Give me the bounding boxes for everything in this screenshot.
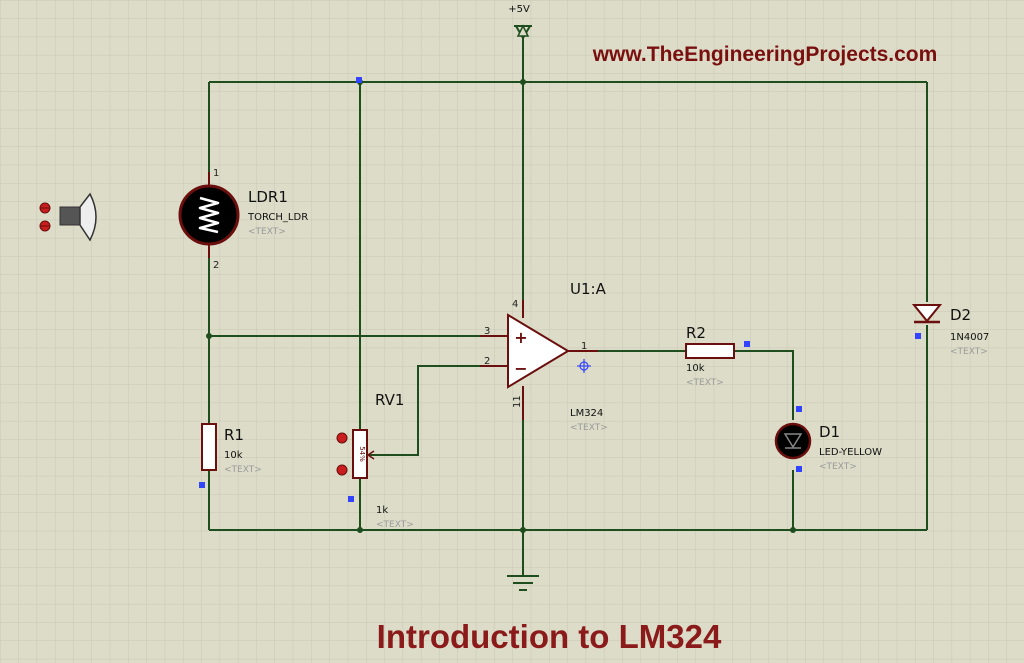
u1-pin-vplus: 4 — [512, 299, 518, 310]
d1-probe-marker-bottom — [796, 466, 802, 472]
r2-probe-marker — [744, 341, 750, 347]
d1-value-label: LED-YELLOW — [819, 447, 882, 458]
wires — [208, 38, 928, 576]
r1-component[interactable]: R1 10k <TEXT> — [199, 423, 262, 488]
ldr1-value-label: TORCH_LDR — [247, 212, 308, 223]
d2-text-label: <TEXT> — [950, 347, 988, 357]
u1-opamp[interactable]: + − 4 3 2 1 11 U1:A LM324 <TEXT> — [480, 280, 608, 433]
rv1-ref-label: RV1 — [375, 391, 404, 409]
ldr1-pin2-label: 2 — [213, 260, 219, 271]
rv1-component[interactable]: 54% RV1 1k <TEXT> — [336, 391, 414, 530]
speaker-icon[interactable] — [39, 192, 97, 242]
d2-ref-label: D2 — [950, 306, 971, 324]
d2-value-label: 1N4007 — [950, 332, 989, 343]
rv1-value-label: 1k — [376, 505, 388, 516]
r1-value-label: 10k — [224, 450, 243, 461]
d1-text-label: <TEXT> — [819, 462, 857, 472]
r1-text-label: <TEXT> — [224, 465, 262, 475]
page-title: Introduction to LM324 — [377, 618, 722, 655]
crosshair-icon[interactable] — [577, 359, 591, 373]
website-label: www.TheEngineeringProjects.com — [592, 43, 938, 66]
u1-text-label: <TEXT> — [570, 423, 608, 433]
ldr1-pin1-label: 1 — [213, 168, 219, 179]
rv1-decrease-button[interactable] — [336, 464, 348, 476]
u1-plus-sign: + — [514, 328, 527, 347]
rv1-probe-marker — [348, 496, 354, 502]
u1-pin-vminus: 11 — [512, 395, 523, 408]
ldr1-text-label: <TEXT> — [248, 227, 286, 237]
rv1-percent-label: 54% — [358, 446, 366, 462]
rail-probe-marker — [356, 77, 362, 83]
d2-diode[interactable]: D2 1N4007 <TEXT> — [911, 304, 989, 357]
r1-probe-marker — [199, 482, 205, 488]
supply-label: +5V — [508, 4, 530, 15]
u1-pin-out: 1 — [581, 341, 587, 352]
r2-component[interactable]: R2 10k <TEXT> — [685, 324, 750, 388]
ground-terminal[interactable] — [507, 575, 539, 591]
u1-pin-inv: 2 — [484, 356, 490, 367]
u1-part-label: LM324 — [570, 408, 603, 419]
rv1-increase-button[interactable] — [336, 432, 348, 444]
d1-led[interactable]: D1 LED-YELLOW <TEXT> — [774, 406, 882, 472]
d1-probe-marker-top — [796, 406, 802, 412]
supply-terminal[interactable]: +5V — [508, 4, 532, 39]
ldr1-ref-label: LDR1 — [248, 188, 288, 206]
u1-pin-noninv: 3 — [484, 326, 490, 337]
rv1-text-label: <TEXT> — [376, 520, 414, 530]
r2-value-label: 10k — [686, 363, 705, 374]
r2-text-label: <TEXT> — [686, 378, 724, 388]
u1-minus-sign: − — [514, 359, 527, 378]
ldr1-component[interactable]: 1 2 LDR1 TORCH_LDR <TEXT> — [178, 168, 308, 271]
d1-ref-label: D1 — [819, 423, 840, 441]
d2-probe-marker — [915, 333, 921, 339]
r1-ref-label: R1 — [224, 426, 244, 444]
r2-ref-label: R2 — [686, 324, 706, 342]
u1-ref-label: U1:A — [570, 280, 607, 298]
